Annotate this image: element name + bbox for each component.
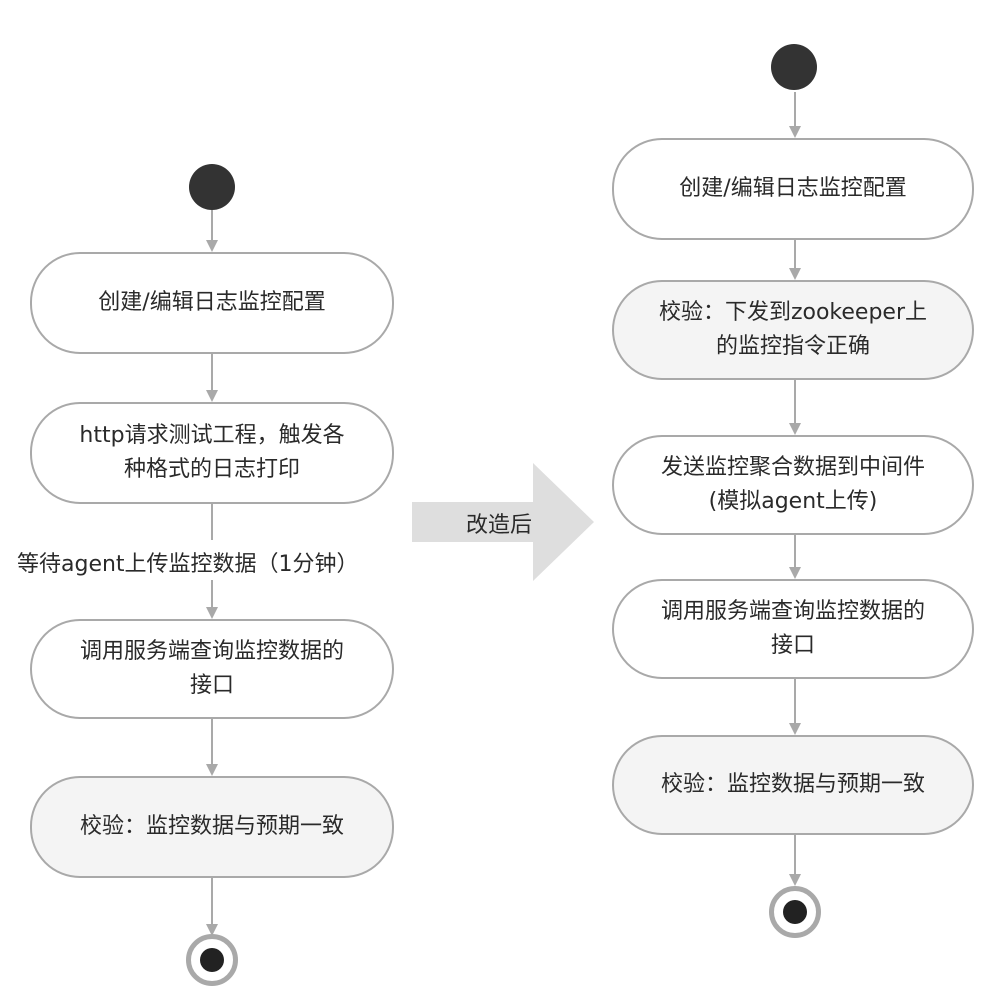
right-node-verify-label: 校验：监控数据与预期一致 (660, 772, 925, 797)
left-edge-wait-label: 等待agent上传监控数据（1分钟） (17, 552, 359, 577)
left-start-node (189, 164, 235, 210)
right-node-send-aggregate: 发送监控聚合数据到中间件 (模拟agent上传) (612, 435, 974, 535)
transition-big-arrow (412, 463, 594, 581)
left-end-node (186, 934, 238, 986)
right-end-node (769, 886, 821, 938)
left-node-verify-label: 校验：监控数据与预期一致 (79, 814, 344, 839)
right-node-create-config: 创建/编辑日志监控配置 (612, 138, 974, 240)
left-node-query-api-label: 调用服务端查询监控数据的 接口 (79, 639, 344, 698)
left-node-http-request: http请求测试工程，触发各 种格式的日志打印 (30, 402, 394, 504)
right-start-node (771, 44, 817, 90)
right-node-query-api: 调用服务端查询监控数据的 接口 (612, 579, 974, 679)
left-end-node-dot (200, 948, 224, 972)
right-node-check-zookeeper: 校验：下发到zookeeper上 的监控指令正确 (612, 280, 974, 380)
left-node-query-api: 调用服务端查询监控数据的 接口 (30, 619, 394, 719)
right-node-verify: 校验：监控数据与预期一致 (612, 735, 974, 835)
right-node-query-api-label: 调用服务端查询监控数据的 接口 (660, 599, 925, 658)
left-node-create-config: 创建/编辑日志监控配置 (30, 252, 394, 354)
right-end-node-dot (783, 900, 807, 924)
left-node-http-request-label: http请求测试工程，触发各 种格式的日志打印 (79, 423, 345, 482)
right-node-check-zookeeper-label: 校验：下发到zookeeper上 的监控指令正确 (658, 300, 928, 359)
right-node-send-aggregate-label: 发送监控聚合数据到中间件 (模拟agent上传) (660, 455, 925, 514)
left-node-verify: 校验：监控数据与预期一致 (30, 776, 394, 878)
left-node-create-config-label: 创建/编辑日志监控配置 (98, 290, 326, 315)
transition-label: 改造后 (466, 513, 533, 538)
right-node-create-config-label: 创建/编辑日志监控配置 (679, 176, 907, 201)
